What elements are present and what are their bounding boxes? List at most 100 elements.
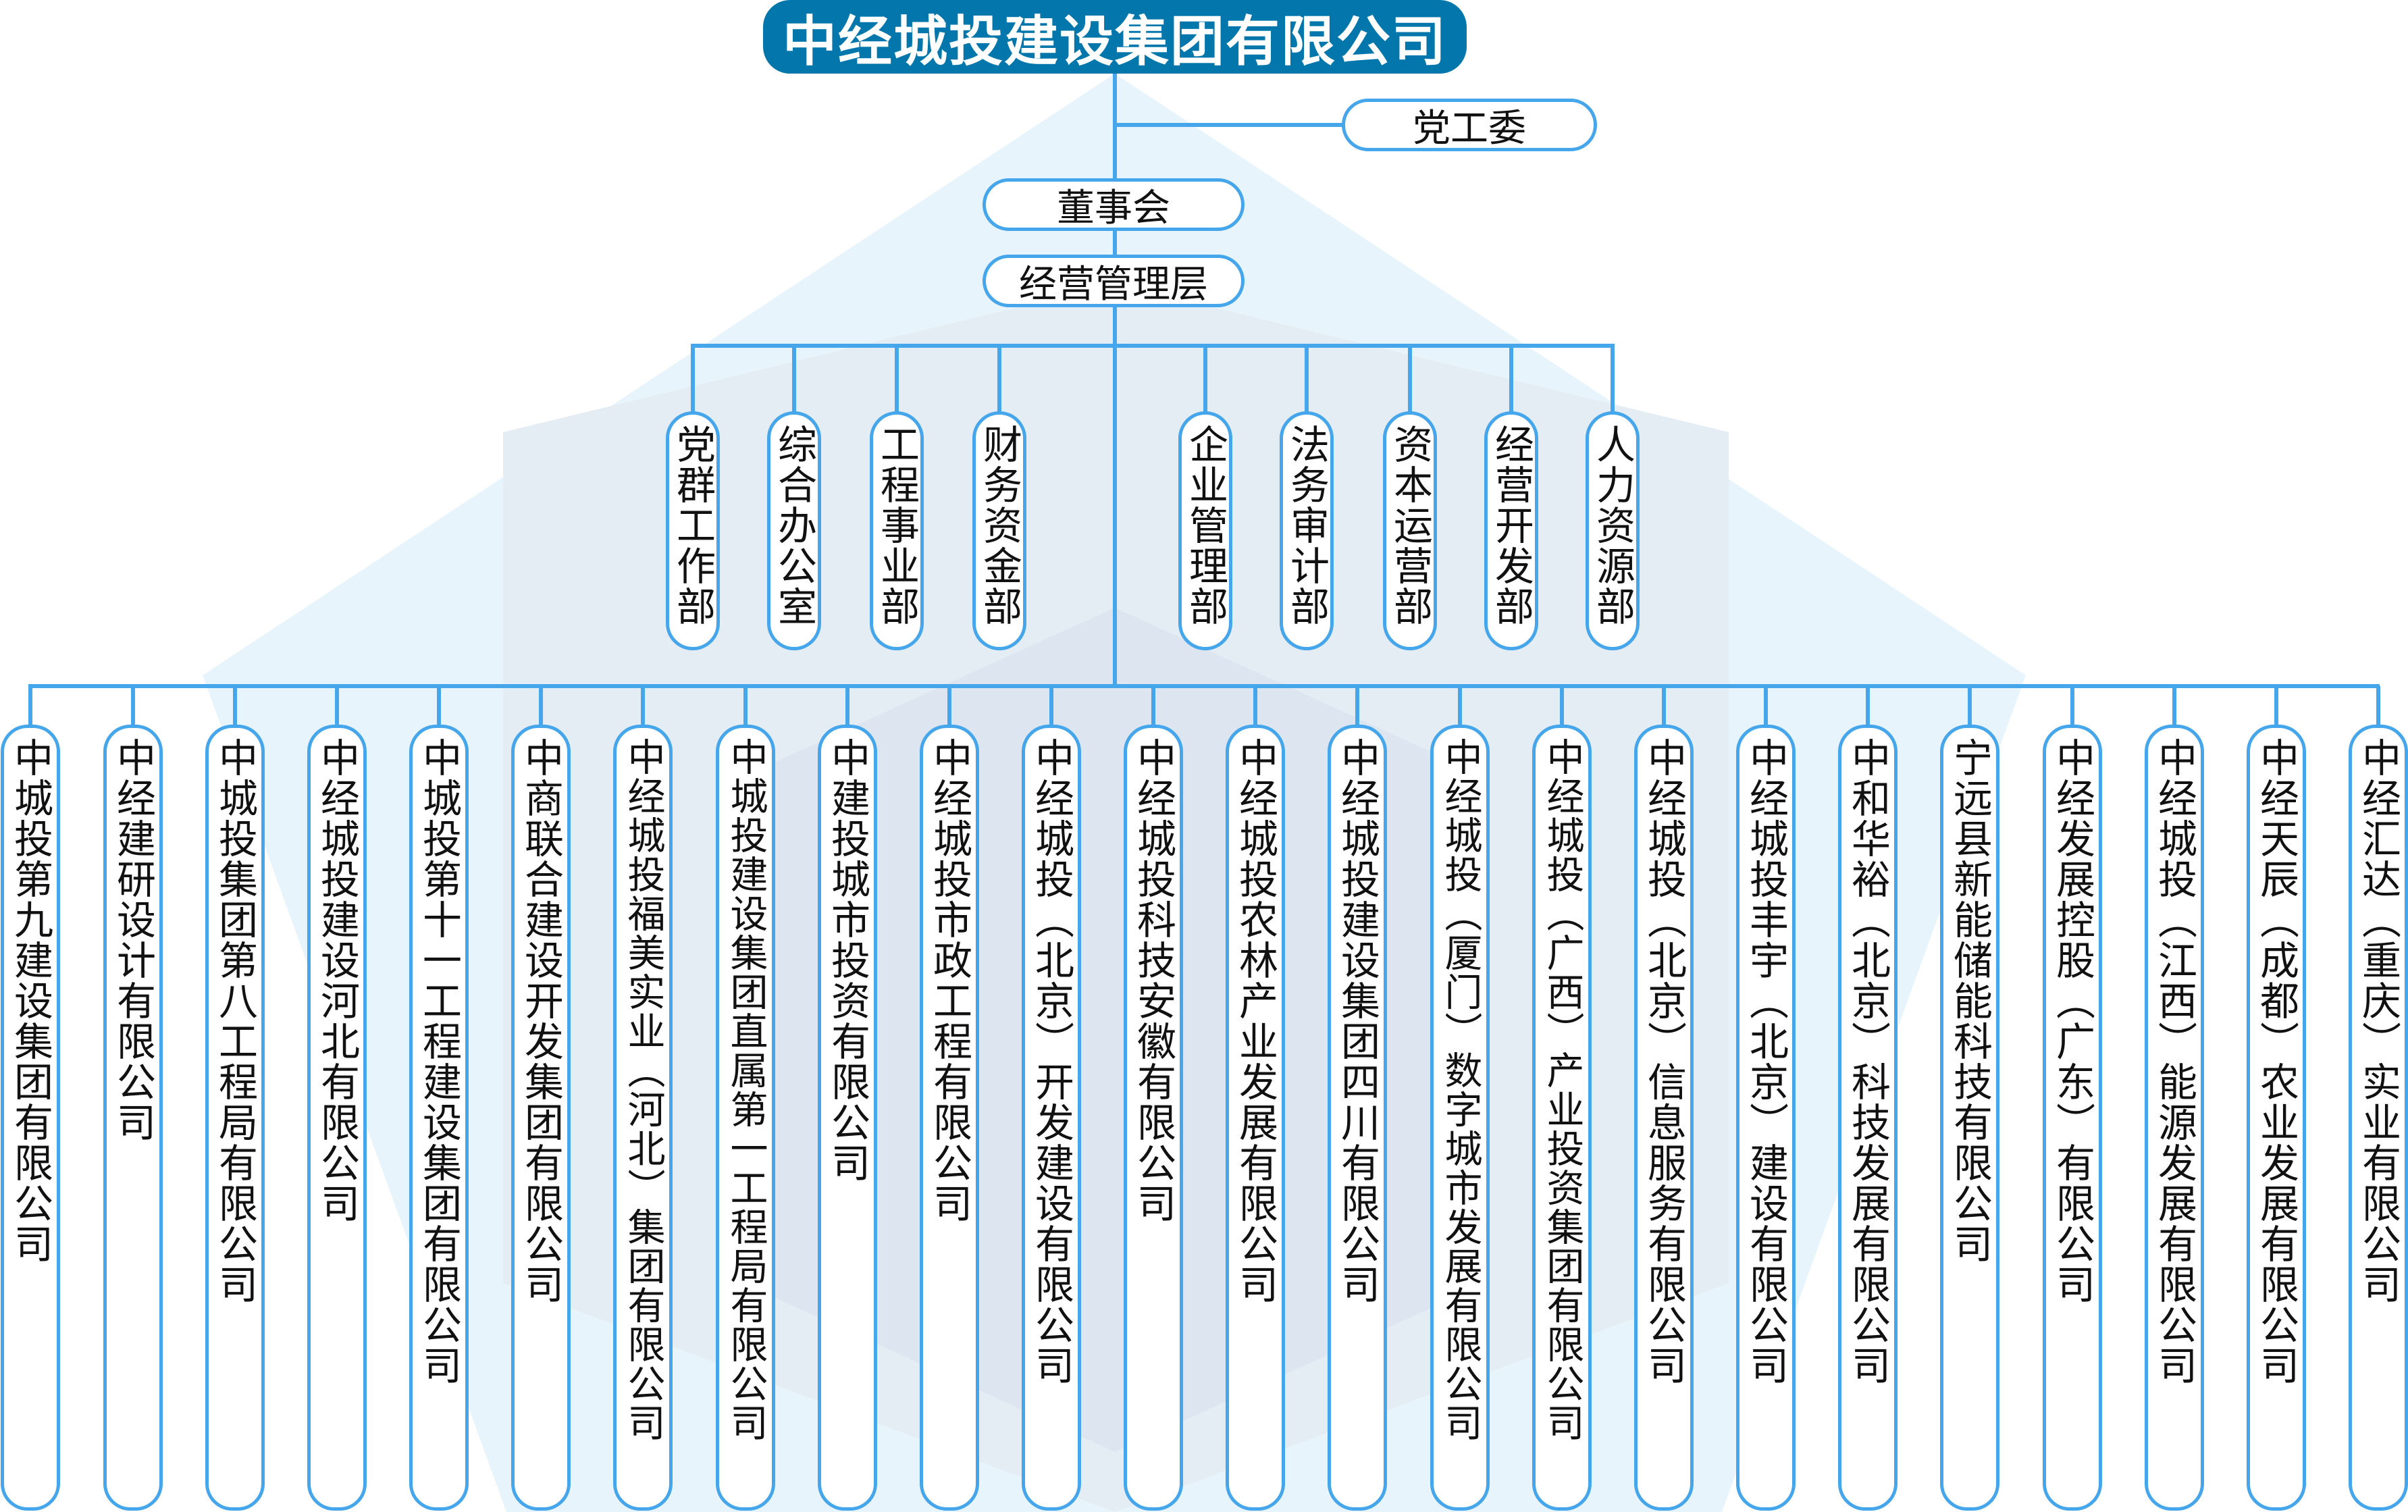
company-box: 中经天辰（成都）农业发展有限公司 (2247, 725, 2306, 1511)
company-box: 中经建研设计有限公司 (103, 725, 163, 1511)
company-label: 宁远县新能储能科技有限公司 (1947, 737, 1993, 1264)
company-label: 中经城投（江西）能源发展有限公司 (2151, 737, 2197, 1386)
company-label: 中经城投（北京）开发建设有限公司 (1028, 737, 1074, 1386)
company-connector (1968, 686, 1972, 728)
department-box: 党群工作部 (666, 411, 720, 650)
department-box: 经营开发部 (1484, 411, 1538, 650)
company-label: 中经城投（北京）信息服务有限公司 (1641, 737, 1687, 1386)
department-connector (1408, 346, 1412, 415)
company-label: 中经城投福美实业（河北）集团有限公司 (621, 737, 665, 1442)
company-connector (2070, 686, 2074, 728)
department-label: 工程事业部 (874, 424, 920, 627)
company-box: 中经城投建设河北有限公司 (307, 725, 367, 1511)
department-connector (1203, 346, 1207, 415)
party-committee-box: 党工委 (1342, 99, 1597, 151)
department-label: 资本运营部 (1387, 424, 1433, 627)
company-label: 中经城投市政工程有限公司 (926, 737, 972, 1224)
company-connector (437, 686, 441, 728)
company-box: 中经汇达（重庆）实业有限公司 (2349, 725, 2408, 1511)
department-connector (1305, 346, 1309, 415)
department-label: 综合办公室 (771, 424, 817, 627)
company-connector (1049, 686, 1053, 728)
company-bus-line (28, 684, 2380, 688)
company-connector (1151, 686, 1155, 728)
company-label: 中经城投建设河北有限公司 (314, 737, 360, 1224)
company-box: 中经城投建设集团四川有限公司 (1328, 725, 1387, 1511)
company-label: 中经城投建设集团四川有限公司 (1334, 737, 1380, 1305)
company-title: 中经城投建设集团有限公司 (763, 0, 1467, 74)
company-connector (1764, 686, 1768, 728)
company-label: 中经汇达（重庆）实业有限公司 (2355, 737, 2401, 1305)
department-connector (1611, 346, 1615, 415)
department-label: 法务审计部 (1284, 424, 1330, 627)
company-box: 中城投建设集团直属第一工程局有限公司 (716, 725, 775, 1511)
company-connector (641, 686, 645, 728)
party-connector-line (1113, 123, 1342, 127)
company-box: 中经城投农林产业发展有限公司 (1226, 725, 1285, 1511)
company-label: 中城投集团第八工程局有限公司 (212, 737, 258, 1305)
company-box: 中经城投（北京）开发建设有限公司 (1022, 725, 1081, 1511)
company-connector (1458, 686, 1462, 728)
company-box: 中城投第十一工程建设集团有限公司 (409, 725, 469, 1511)
company-connector (1662, 686, 1666, 728)
company-connector (2274, 686, 2278, 728)
department-connector (997, 346, 1001, 415)
company-label: 中经城投（厦门）数字城市发展有限公司 (1438, 737, 1482, 1442)
company-box: 中经城投丰宇（北京）建设有限公司 (1736, 725, 1796, 1511)
department-box: 法务审计部 (1280, 411, 1334, 650)
department-label: 企业管理部 (1182, 424, 1228, 627)
company-label: 中经城投科技安徽有限公司 (1130, 737, 1176, 1224)
department-label: 财务资金部 (976, 424, 1022, 627)
company-box: 中经城投科技安徽有限公司 (1124, 725, 1183, 1511)
company-label: 中经天辰（成都）农业发展有限公司 (2253, 737, 2299, 1386)
department-label: 经营开发部 (1488, 424, 1534, 627)
management-box: 经营管理层 (983, 255, 1245, 307)
company-connector (1253, 686, 1257, 728)
department-box: 财务资金部 (972, 411, 1026, 650)
company-box: 中经城投（厦门）数字城市发展有限公司 (1430, 725, 1490, 1511)
department-box: 人力资源部 (1586, 411, 1640, 650)
company-label: 中经发展控股（广东）有限公司 (2049, 737, 2095, 1305)
company-connector (539, 686, 543, 728)
company-connector (28, 686, 32, 728)
company-box: 宁远县新能储能科技有限公司 (1940, 725, 1999, 1511)
company-box: 中商联合建设开发集团有限公司 (511, 725, 571, 1511)
department-connector (1509, 346, 1513, 415)
company-connector (2172, 686, 2176, 728)
company-label: 中经城投丰宇（北京）建设有限公司 (1743, 737, 1789, 1386)
company-connector (2376, 686, 2380, 728)
main-connector-line (1113, 74, 1117, 688)
department-label: 人力资源部 (1590, 424, 1635, 627)
company-box: 中经发展控股（广东）有限公司 (2043, 725, 2102, 1511)
company-label: 中建投城市投资有限公司 (825, 737, 870, 1183)
company-connector (1560, 686, 1564, 728)
company-box: 中城投集团第八工程局有限公司 (205, 725, 265, 1511)
department-box: 企业管理部 (1178, 411, 1232, 650)
company-connector (1866, 686, 1870, 728)
company-box: 中和华裕（北京）科技发展有限公司 (1838, 725, 1897, 1511)
company-box: 中经城投（江西）能源发展有限公司 (2145, 725, 2204, 1511)
company-connector (335, 686, 339, 728)
department-connector (895, 346, 899, 415)
company-label: 中城投第九建设集团有限公司 (7, 737, 53, 1264)
department-bus-line (691, 344, 1615, 348)
company-connector (947, 686, 951, 728)
board-box: 董事会 (983, 178, 1245, 231)
company-box: 中经城投市政工程有限公司 (920, 725, 979, 1511)
company-box: 中经城投福美实业（河北）集团有限公司 (613, 725, 673, 1511)
company-box: 中建投城市投资有限公司 (818, 725, 877, 1511)
company-connector (233, 686, 237, 728)
company-label: 中经城投（广西）产业投资集团有限公司 (1540, 737, 1584, 1442)
company-label: 中和华裕（北京）科技发展有限公司 (1845, 737, 1891, 1386)
company-connector (845, 686, 849, 728)
company-connector (131, 686, 135, 728)
department-box: 资本运营部 (1383, 411, 1437, 650)
company-label: 中经建研设计有限公司 (110, 737, 156, 1143)
company-connector (1355, 686, 1359, 728)
company-label: 中城投第十一工程建设集团有限公司 (416, 737, 462, 1386)
company-box: 中城投第九建设集团有限公司 (1, 725, 60, 1511)
department-label: 党群工作部 (670, 424, 716, 627)
company-connector (743, 686, 748, 728)
department-connector (792, 346, 796, 415)
company-label: 中经城投农林产业发展有限公司 (1232, 737, 1278, 1305)
